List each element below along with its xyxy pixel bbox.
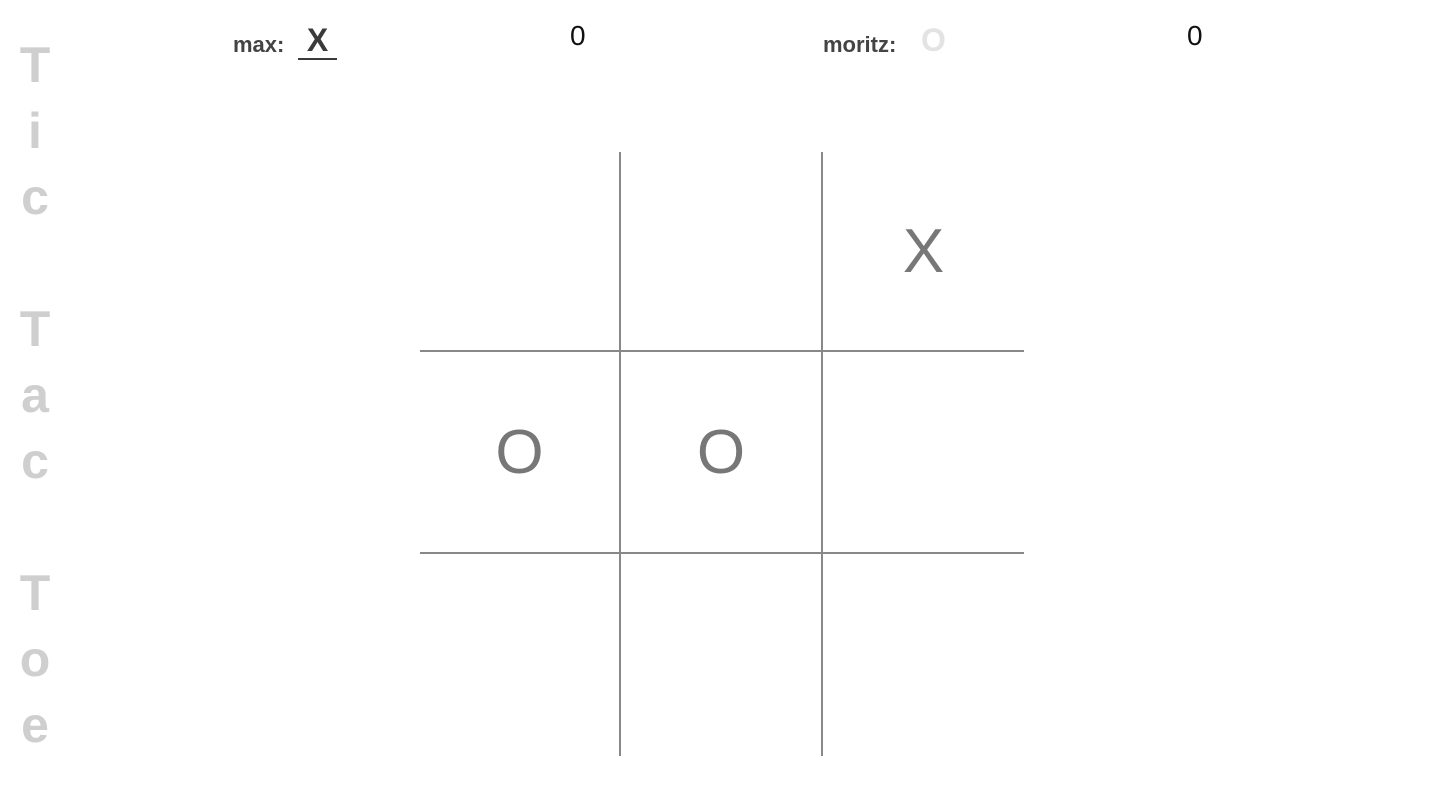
board-cell-9[interactable] [823, 554, 1024, 756]
title-letter: i [28, 103, 42, 159]
player-2-name: moritz: [823, 32, 897, 57]
title-letter: T [19, 37, 51, 93]
title-letter: T [19, 301, 51, 357]
title-letter: c [21, 433, 49, 489]
board-cell-3[interactable]: X [823, 152, 1024, 352]
board-cell-1[interactable] [420, 152, 621, 352]
title-letter: c [21, 169, 49, 225]
player-1-score: 0 [570, 20, 586, 51]
board-cell-6[interactable] [823, 352, 1024, 554]
player-2-mark: O [921, 22, 946, 58]
player-1-name: max: [233, 32, 285, 57]
board-cell-2[interactable] [621, 152, 823, 352]
board-cell-4[interactable]: O [420, 352, 621, 554]
board-cell-8[interactable] [621, 554, 823, 756]
title-letter: a [21, 367, 49, 423]
player-2-score: 0 [1187, 20, 1203, 51]
player-1-mark: X [298, 22, 337, 60]
title-letter: T [19, 565, 51, 621]
title-letter: e [21, 697, 49, 753]
game-title: T i c T a c T o e [0, 0, 70, 803]
game-board: X O O [420, 152, 1024, 756]
board-cell-7[interactable] [420, 554, 621, 756]
title-letter: o [19, 631, 51, 687]
board-cell-5[interactable]: O [621, 352, 823, 554]
